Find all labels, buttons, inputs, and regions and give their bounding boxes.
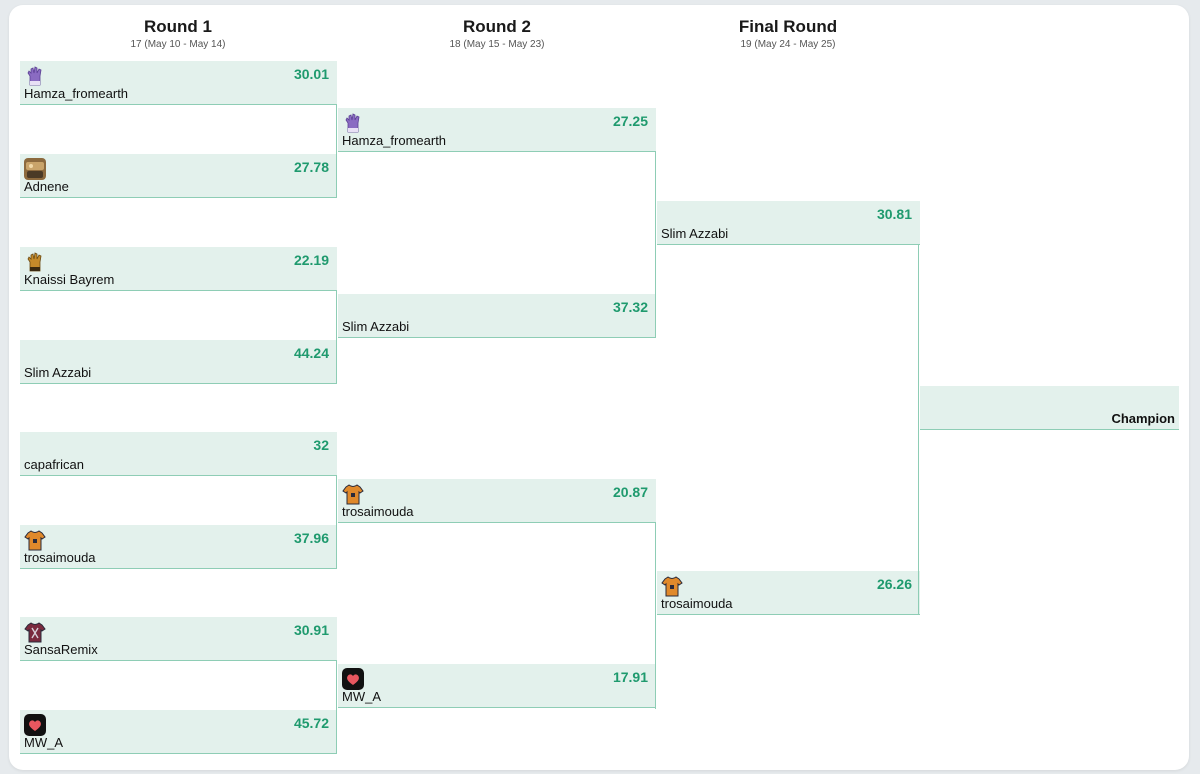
entry-score: 17.91	[612, 669, 648, 685]
entry-score: 26.26	[876, 576, 912, 592]
round1-entry-trosaimouda[interactable]: 37.96 trosaimouda	[20, 525, 337, 569]
entry-name: Adnene	[24, 179, 69, 194]
champion-label: Champion	[1111, 411, 1175, 426]
entry-score: 37.32	[612, 299, 648, 315]
round1-entry-adnene[interactable]: 27.78 Adnene	[20, 154, 337, 198]
photo-avatar-icon	[24, 158, 46, 180]
connector-line	[918, 244, 919, 614]
entry-name: Slim Azzabi	[24, 365, 92, 380]
entry-name: Knaissi Bayrem	[24, 272, 115, 287]
final-entry-slim[interactable]: 30.81 Slim Azzabi	[657, 201, 920, 245]
entry-score: 30.81	[876, 206, 912, 222]
connector-line	[336, 660, 337, 754]
entry-score: 30.01	[293, 66, 329, 82]
round-title: Round 1	[144, 17, 212, 36]
round1-entry-sansaremix[interactable]: 30.91 SansaRemix	[20, 617, 337, 661]
champion-slot[interactable]: Champion	[920, 386, 1179, 430]
entry-name: Hamza_fromearth	[24, 86, 129, 101]
entry-name: MW_A	[24, 735, 63, 750]
entry-score: 37.96	[293, 530, 329, 546]
orange-jersey-icon	[24, 529, 46, 551]
connector-line	[655, 151, 656, 338]
entry-score: 27.25	[612, 113, 648, 129]
entry-score: 22.19	[293, 252, 329, 268]
entry-score: 44.24	[293, 345, 329, 361]
entry-name: Hamza_fromearth	[342, 133, 447, 148]
entry-score: 30.91	[293, 622, 329, 638]
round2-entry-trosaimouda[interactable]: 20.87 trosaimouda	[338, 479, 656, 523]
entry-name: Slim Azzabi	[342, 319, 410, 334]
round2-entry-hamza[interactable]: 27.25 Hamza_fromearth	[338, 108, 656, 152]
entry-name: trosaimouda	[24, 550, 96, 565]
round1-entry-mwa[interactable]: 45.72 MW_A	[20, 710, 337, 754]
final-entry-trosaimouda[interactable]: 26.26 trosaimouda	[657, 571, 920, 615]
heart-badge-icon	[342, 668, 364, 690]
round1-entry-capafrican[interactable]: 32 capafrican	[20, 432, 337, 476]
connector-line	[336, 290, 337, 384]
yellow-glove-icon	[24, 251, 46, 273]
connector-line	[655, 522, 656, 709]
orange-jersey-icon	[342, 483, 364, 505]
round-dates: 18 (May 15 - May 23)	[449, 39, 545, 50]
round1-entry-slim[interactable]: 44.24 Slim Azzabi	[20, 340, 337, 384]
round2-entry-mwa[interactable]: 17.91 MW_A	[338, 664, 656, 708]
entry-name: trosaimouda	[342, 504, 414, 519]
round-header-2: Round 2 18 (May 15 - May 23)	[377, 16, 617, 52]
round1-entry-hamza[interactable]: 30.01 Hamza_fromearth	[20, 61, 337, 105]
entry-name: Slim Azzabi	[661, 226, 729, 241]
round-title: Round 2	[463, 17, 531, 36]
entry-score: 45.72	[293, 715, 329, 731]
entry-score: 20.87	[612, 484, 648, 500]
connector-line	[336, 104, 337, 198]
entry-score: 27.78	[293, 159, 329, 175]
heart-badge-icon	[24, 714, 46, 736]
round-dates: 19 (May 24 - May 25)	[740, 39, 836, 50]
round-header-1: Round 1 17 (May 10 - May 14)	[58, 16, 298, 52]
round2-entry-slim[interactable]: 37.32 Slim Azzabi	[338, 294, 656, 338]
round-dates: 17 (May 10 - May 14)	[130, 39, 226, 50]
round-header-final: Final Round 19 (May 24 - May 25)	[668, 16, 908, 52]
entry-name: capafrican	[24, 457, 84, 472]
connector-line	[336, 475, 337, 569]
entry-name: SansaRemix	[24, 642, 98, 657]
maroon-jersey-icon	[24, 621, 46, 643]
round-title: Final Round	[738, 17, 838, 36]
orange-jersey-icon	[661, 575, 683, 597]
round1-entry-knaissi[interactable]: 22.19 Knaissi Bayrem	[20, 247, 337, 291]
purple-glove-icon	[342, 112, 364, 134]
purple-glove-icon	[24, 65, 46, 87]
entry-name: MW_A	[342, 689, 381, 704]
entry-score: 32	[313, 437, 329, 453]
entry-name: trosaimouda	[661, 596, 733, 611]
